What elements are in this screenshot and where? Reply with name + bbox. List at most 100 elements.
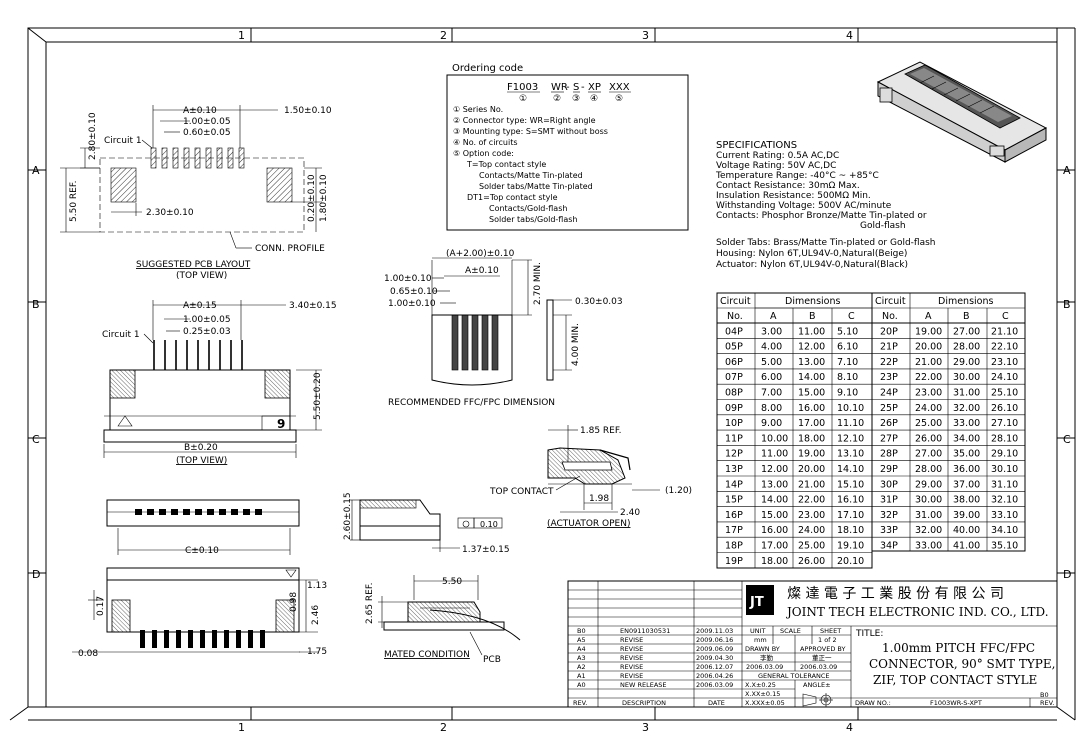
table-header-circuit-left: Circuit bbox=[720, 296, 751, 307]
table-cell-c: 7.10 bbox=[837, 357, 858, 368]
table-cell-circuit: 05P bbox=[725, 342, 743, 353]
table-cell-c: 27.10 bbox=[991, 418, 1018, 429]
ffc-dim-min-1: 2.70 MIN. bbox=[533, 262, 543, 305]
ffc-dim-total: (A+2.00)±0.10 bbox=[446, 249, 515, 259]
rev-value: B0 bbox=[1040, 691, 1049, 699]
table-cell-b: 34.00 bbox=[953, 433, 980, 444]
pcb-dim-ref: 5.50 REF. bbox=[69, 181, 79, 222]
scale-label: SCALE bbox=[780, 627, 801, 635]
rev-header-rev: REV. bbox=[573, 699, 587, 707]
table-cell-circuit: 12P bbox=[725, 449, 743, 460]
ffc-dim-thickness: 0.30±0.03 bbox=[575, 297, 623, 307]
table-cell-a: 22.00 bbox=[915, 372, 942, 383]
side-dim-246: 2.46 bbox=[311, 605, 321, 625]
revision-date: 2006.04.26 bbox=[696, 672, 733, 680]
table-cell-a: 15.00 bbox=[761, 510, 788, 521]
pcb-dim-pitch: 1.00±0.05 bbox=[183, 117, 231, 127]
table-cell-c: 18.10 bbox=[837, 525, 864, 536]
table-cell-a: 8.00 bbox=[761, 403, 782, 414]
table-cell-b: 12.00 bbox=[798, 342, 825, 353]
table-header-b-left: B bbox=[809, 311, 816, 322]
code-option-dt1-contacts: Contacts/Gold-flash bbox=[489, 204, 567, 213]
connector-front-view: C±0.10 2.60±0.15 0.10 1.37±0.15 bbox=[106, 492, 510, 556]
company-name-en: JOINT TECH ELECTRONIC IND. CO., LTD. bbox=[785, 605, 1049, 619]
revision-date: 2009.04.30 bbox=[696, 654, 733, 662]
revision-date: 2006.12.07 bbox=[696, 663, 733, 671]
table-cell-circuit: 33P bbox=[880, 525, 898, 536]
table-header-c-left: C bbox=[848, 311, 855, 322]
unit-label: UNIT bbox=[750, 627, 766, 635]
table-cell-a: 19.00 bbox=[915, 326, 942, 337]
rev-header-date: DATE bbox=[708, 699, 725, 707]
mated-condition-view: 5.50 2.65 REF. MATED CONDITION PCB bbox=[365, 575, 521, 665]
spec-title: SPECIFICATIONS bbox=[716, 140, 797, 151]
table-header-circuit-right: Circuit bbox=[875, 296, 906, 307]
front-dim-137: 1.37±0.15 bbox=[462, 545, 510, 555]
pcb-layout-view: A±0.10 1.50±0.10 1.00±0.05 0.60±0.05 Cir… bbox=[60, 105, 332, 281]
sheet-frame bbox=[9, 27, 1076, 721]
title-line-3: ZIF, TOP CONTACT STYLE bbox=[873, 673, 1037, 687]
code-dash-2: - bbox=[581, 82, 585, 93]
table-cell-circuit: 19P bbox=[725, 556, 743, 567]
title-line-2: CONNECTOR, 90° SMT TYPE, bbox=[869, 657, 1055, 671]
table-cell-c: 30.10 bbox=[991, 464, 1018, 475]
title-line-1: 1.00mm PITCH FFC/FPC bbox=[882, 641, 1035, 655]
mated-caption: MATED CONDITION bbox=[384, 650, 470, 660]
spec-housing: Housing: Nylon 6T,UL94V-0,Natural(Beige) bbox=[716, 249, 907, 259]
table-cell-c: 25.10 bbox=[991, 388, 1018, 399]
table-cell-a: 13.00 bbox=[761, 479, 788, 490]
zone-bottom-1: 1 bbox=[238, 721, 245, 734]
table-cell-c: 20.10 bbox=[837, 556, 864, 567]
actuator-open-section: 1.85 REF. TOP CONTACT 1.98 (1.20) 2.40 (… bbox=[489, 425, 692, 529]
actuator-dim-ref: 1.85 REF. bbox=[580, 426, 621, 436]
table-cell-a: 21.00 bbox=[915, 357, 942, 368]
revision-code: A2 bbox=[577, 663, 586, 671]
table-cell-c: 33.10 bbox=[991, 510, 1018, 521]
top-dim-a: A±0.15 bbox=[183, 301, 217, 311]
top-dim-b: B±0.20 bbox=[184, 443, 218, 453]
actuator-dim-240: 2.40 bbox=[620, 508, 640, 518]
front-dim-c: C±0.10 bbox=[185, 546, 219, 556]
table-cell-circuit: 34P bbox=[880, 541, 898, 552]
code-option: XXX bbox=[609, 82, 630, 93]
tolerance-3: X.XXX±0.05 bbox=[745, 699, 785, 707]
table-header-no-right: No. bbox=[882, 311, 898, 322]
table-cell-circuit: 30P bbox=[880, 479, 898, 490]
spec-insulation: Insulation Resistance: 500MΩ Min. bbox=[716, 191, 871, 201]
drawn-by-name: 李勤 bbox=[760, 653, 774, 662]
spec-current: Current Rating: 0.5A AC,DC bbox=[716, 151, 839, 161]
table-cell-circuit: 26P bbox=[880, 418, 898, 429]
revision-code: A3 bbox=[577, 654, 586, 662]
pcb-dim-gap: 0.20±0.10 bbox=[307, 174, 317, 222]
table-cell-circuit: 18P bbox=[725, 541, 743, 552]
mated-pcb-label: PCB bbox=[483, 655, 501, 665]
table-cell-c: 28.10 bbox=[991, 433, 1018, 444]
code-marker-5: ⑤ bbox=[615, 94, 623, 104]
top-contact-label: TOP CONTACT bbox=[489, 487, 554, 497]
table-cell-a: 16.00 bbox=[761, 525, 788, 536]
pcb-dim-pad-height: 2.80±0.10 bbox=[88, 112, 98, 160]
table-cell-b: 39.00 bbox=[953, 510, 980, 521]
zone-labels: 1 2 3 4 1 2 3 4 A B C D A B C D bbox=[32, 29, 1071, 734]
table-cell-b: 29.00 bbox=[953, 357, 980, 368]
ordering-code-title: Ordering code bbox=[452, 63, 523, 74]
ffc-dim-a: A±0.10 bbox=[465, 266, 499, 276]
spec-withstanding: Withstanding Voltage: 500V AC/minute bbox=[716, 201, 892, 211]
table-cell-b: 40.00 bbox=[953, 525, 980, 536]
table-cell-b: 16.00 bbox=[798, 403, 825, 414]
table-cell-a: 20.00 bbox=[915, 342, 942, 353]
table-cell-c: 35.10 bbox=[991, 541, 1018, 552]
code-mount: S bbox=[573, 82, 579, 93]
side-dim-113: 1.13 bbox=[307, 581, 327, 591]
code-legend-4: ④ No. of circuits bbox=[453, 138, 518, 147]
table-cell-b: 32.00 bbox=[953, 403, 980, 414]
revision-date: 2009.06.09 bbox=[696, 645, 733, 653]
spec-voltage: Voltage Rating: 50V AC,DC bbox=[716, 161, 836, 171]
table-cell-c: 8.10 bbox=[837, 372, 858, 383]
zone-left-D: D bbox=[32, 568, 40, 581]
pcb-dim-tab-height: 1.80±0.10 bbox=[319, 174, 329, 222]
zone-top-2: 2 bbox=[440, 29, 447, 42]
zone-bottom-4: 4 bbox=[846, 721, 853, 734]
